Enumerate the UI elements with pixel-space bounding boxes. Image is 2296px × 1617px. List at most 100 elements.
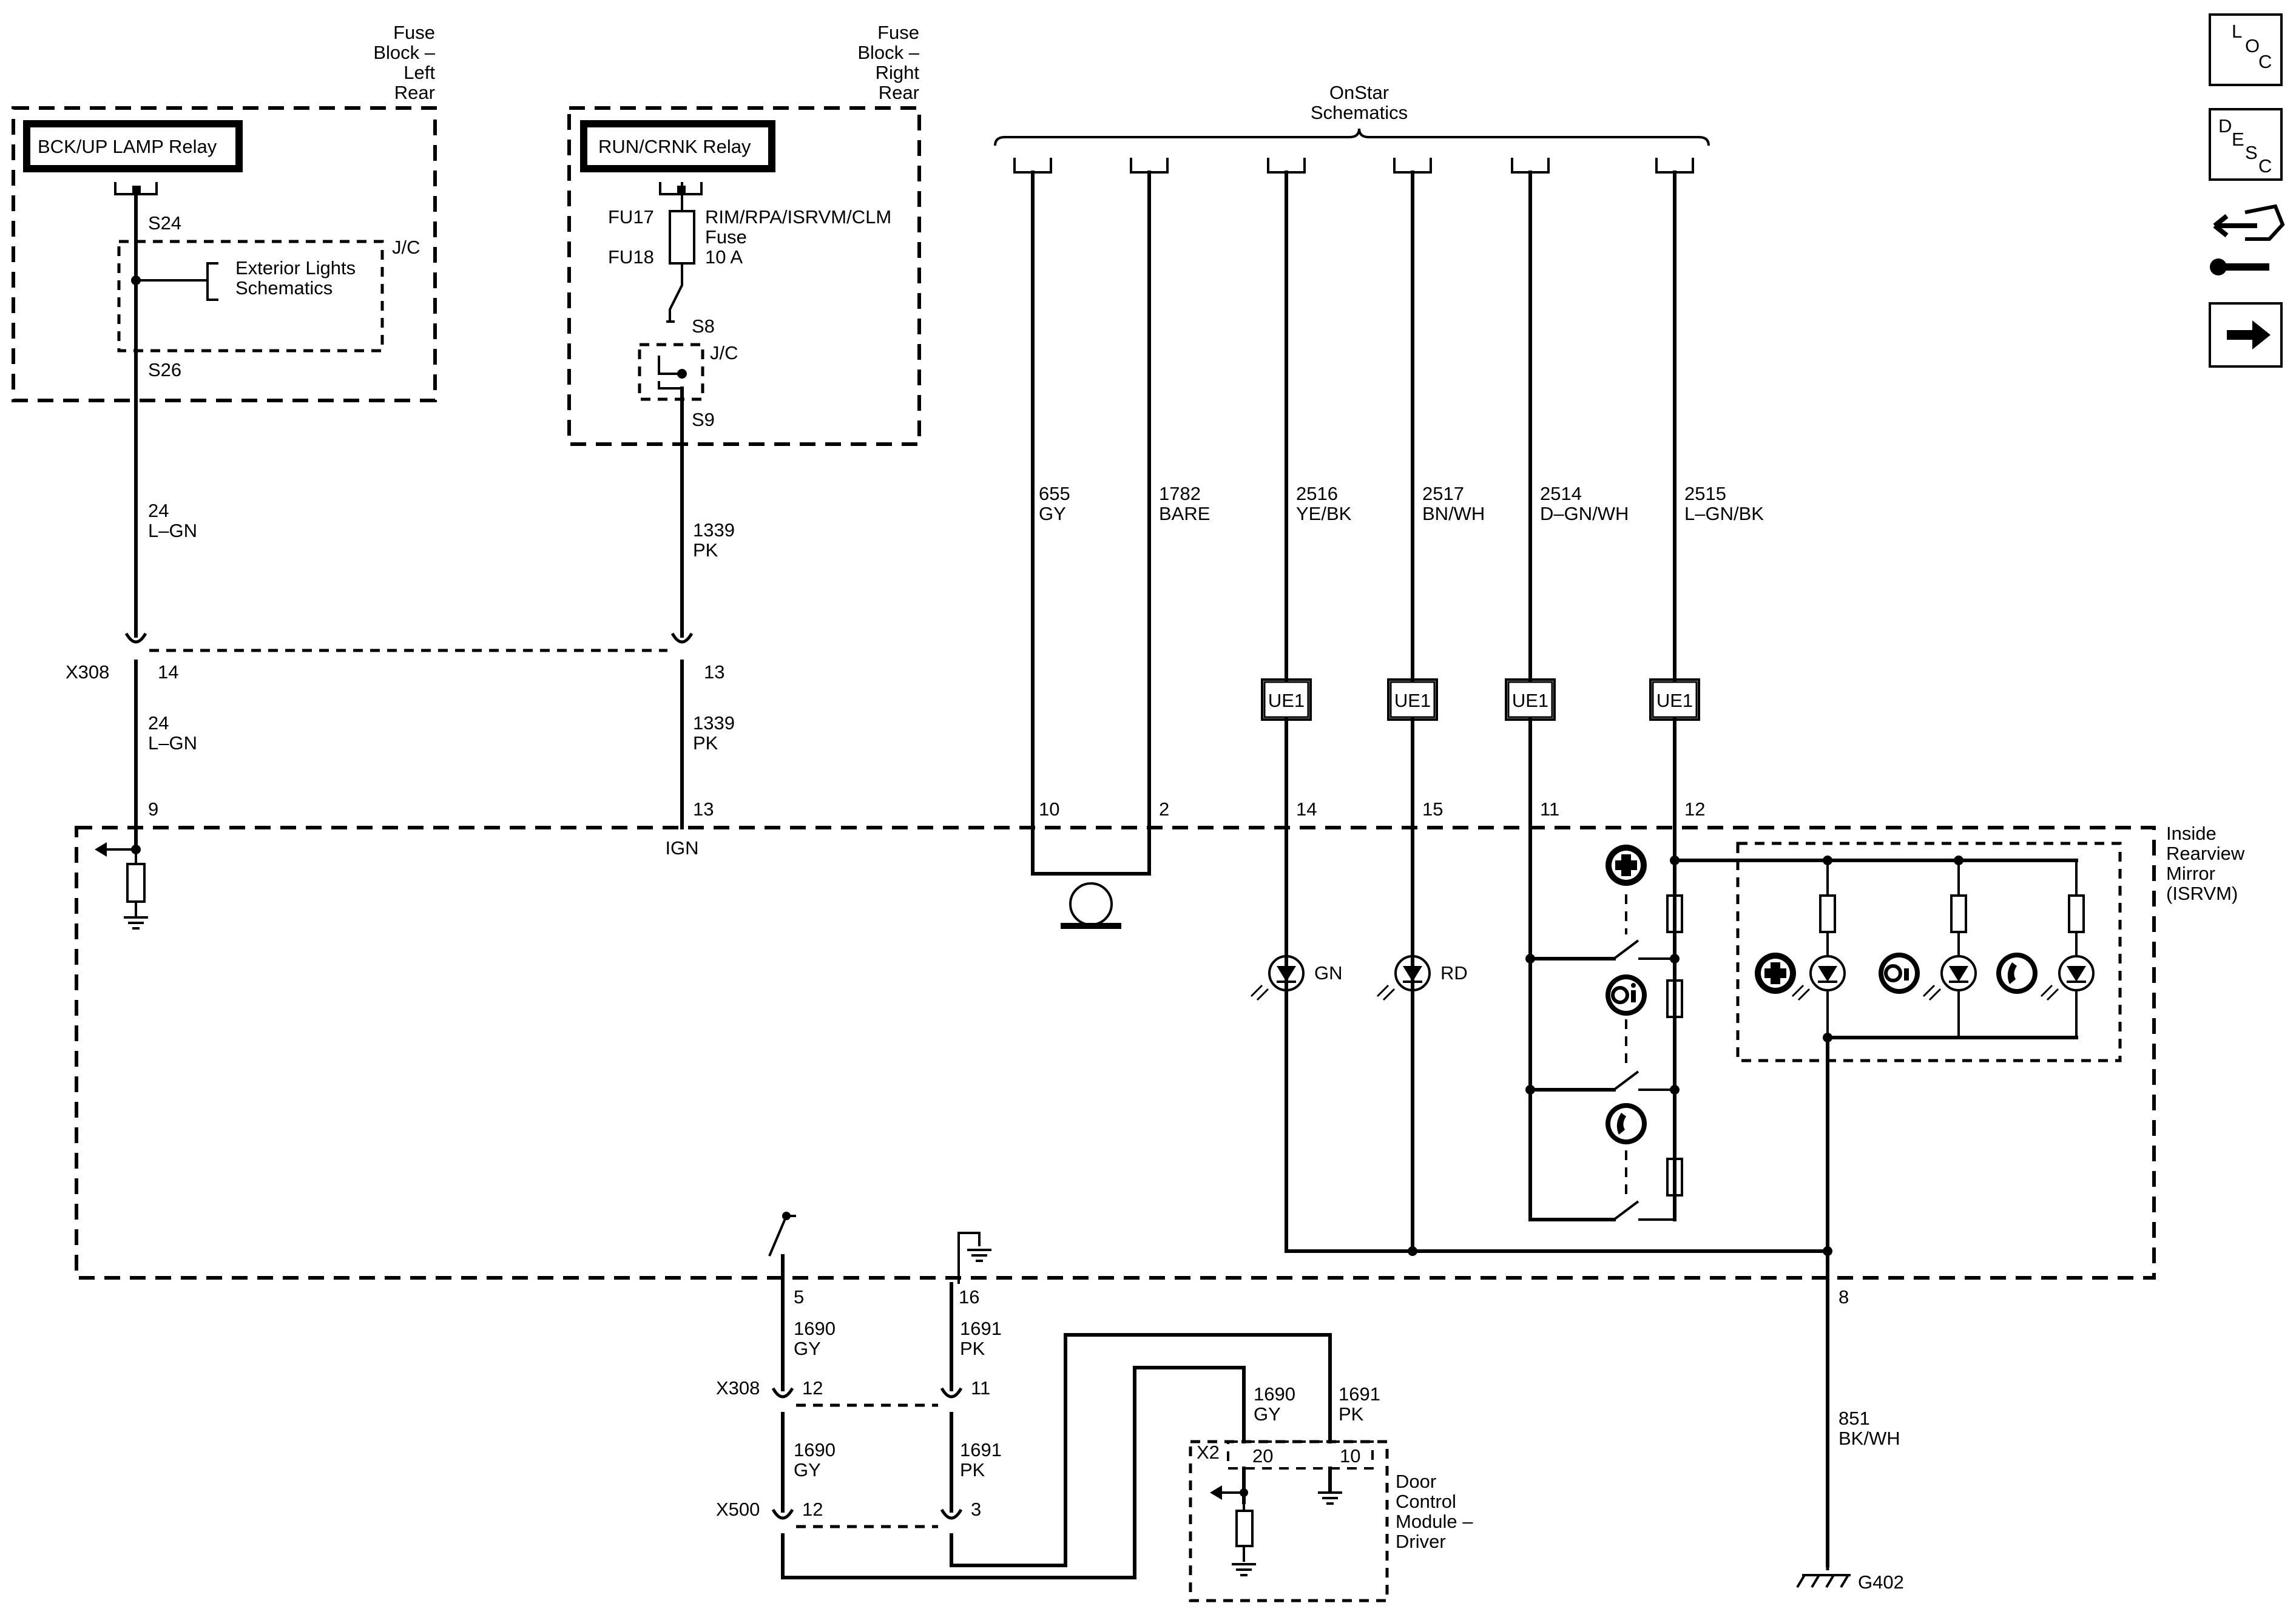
nav-loc-button[interactable]: L O C (2209, 13, 2283, 86)
w1782-color: BARE (1159, 503, 1210, 524)
led-gn-label: GN (1314, 962, 1343, 984)
pin-13: 13 (693, 798, 714, 820)
backlight-onstar (1879, 856, 1977, 1001)
fuse-name: RIM/RPA/ISRVM/CLM (705, 206, 891, 228)
fuse-block-right: Fuse Block – Right Rear RUN/CRNK Relay F… (567, 22, 921, 446)
ground-g402-icon (1796, 1574, 1851, 1588)
w851-color: BK/WH (1838, 1428, 1900, 1449)
door-module-line4: Driver (1396, 1531, 1446, 1552)
x308-lower-label: X308 (716, 1377, 760, 1399)
onstar-wires: 655 GY 1782 BARE 2516 YE/BK 2517 BN/WH 2… (1031, 170, 1764, 1253)
w2514-color: D–GN/WH (1540, 503, 1629, 524)
w2517-color: BN/WH (1422, 503, 1485, 524)
s26-label: S26 (148, 359, 181, 380)
x308-pin11: 11 (971, 1377, 990, 1399)
w1690b-color: GY (794, 1459, 821, 1480)
svg-text:UE1: UE1 (1268, 690, 1305, 711)
s24-label: S24 (148, 212, 181, 234)
ue1-box-2514: UE1 (1505, 678, 1556, 721)
fuse-block-right-l2: Block – (857, 42, 919, 63)
pin-5: 5 (794, 1286, 804, 1308)
s8-label: S8 (692, 316, 715, 337)
led-green-icon (1250, 955, 1305, 1001)
loc-c: C (2258, 51, 2272, 72)
run-crnk-relay-box (580, 120, 775, 172)
g402-label: G402 (1858, 1571, 1904, 1593)
onstar-line1: OnStar (1329, 82, 1389, 103)
backlight-sos (1755, 856, 1846, 1001)
fuse-block-right-l1: Fuse (877, 22, 919, 43)
w2516-color: YE/BK (1296, 503, 1352, 524)
fuse-amp: 10 A (705, 246, 743, 268)
pin-15: 15 (1422, 798, 1443, 820)
w655-color: GY (1039, 503, 1066, 524)
ign-label: IGN (665, 837, 698, 859)
fu18-label: FU18 (608, 246, 654, 268)
x500-pin12: 12 (802, 1499, 823, 1520)
w1690c-num: 1690 (1254, 1383, 1295, 1405)
w1691c-color: PK (1339, 1403, 1364, 1425)
svg-text:UE1: UE1 (1394, 690, 1431, 711)
bck-lamp-relay-box (23, 120, 243, 172)
w1339b-color: PK (693, 732, 718, 754)
isrvm-module: Inside Rearview Mirror (ISRVM) 9 13 10 2… (75, 798, 2245, 1397)
loc-l: L (2232, 21, 2242, 42)
left-wires: 24 L–GN 1339 PK X308 14 13 24 L–GN 1339 … (66, 182, 735, 851)
x2-pin10: 10 (1340, 1445, 1360, 1467)
pin-12: 12 (1684, 798, 1705, 820)
isrvm-line1: Inside (2166, 823, 2217, 844)
w2515-num: 2515 (1684, 483, 1726, 504)
isrvm-line4: (ISRVM) (2166, 883, 2238, 904)
x308-pin14: 14 (158, 661, 178, 683)
pin-8: 8 (1838, 1286, 1849, 1308)
isrvm-line2: Rearview (2166, 843, 2245, 864)
fuse-word: Fuse (705, 226, 747, 248)
fuse-block-left-l3: Left (403, 62, 435, 83)
w24a-color: L–GN (148, 520, 197, 541)
backlight-box (1736, 842, 2122, 1062)
desc-s: S (2245, 142, 2258, 163)
left-jc-label: J/C (392, 237, 420, 258)
ue1-box-2517: UE1 (1387, 678, 1438, 721)
w1691a-num: 1691 (960, 1318, 1002, 1339)
w1782-num: 1782 (1159, 483, 1201, 504)
pin-2: 2 (1159, 798, 1169, 820)
s9-label: S9 (692, 409, 715, 430)
right-jc-label: J/C (710, 342, 738, 363)
door-module-line2: Control (1396, 1491, 1456, 1512)
pin-9: 9 (148, 798, 158, 820)
w1339b-num: 1339 (693, 712, 735, 734)
fuse-block-left-l2: Block – (373, 42, 435, 63)
pin-14: 14 (1296, 798, 1317, 820)
pin-11: 11 (1540, 798, 1559, 820)
w1691c-num: 1691 (1339, 1383, 1380, 1405)
w24b-num: 24 (148, 712, 169, 734)
svg-text:UE1: UE1 (1512, 690, 1548, 711)
pin-16: 16 (959, 1286, 979, 1308)
run-crnk-relay-label: RUN/CRNK Relay (598, 136, 751, 157)
x500-pin3: 3 (971, 1499, 981, 1520)
bck-lamp-relay-label: BCK/UP LAMP Relay (38, 136, 217, 157)
w1339a-color: PK (693, 539, 718, 561)
w1691b-color: PK (960, 1459, 985, 1480)
nav-desc-button[interactable]: D E S C (2209, 108, 2283, 181)
next-page-arrow-button[interactable] (2209, 302, 2283, 368)
svg-text:UE1: UE1 (1656, 690, 1693, 711)
w1690a-color: GY (794, 1338, 821, 1359)
x308-pin12: 12 (802, 1377, 823, 1399)
onstar-button-icon (1606, 974, 1647, 1016)
isrvm-line3: Mirror (2166, 863, 2215, 884)
fu17-label: FU17 (608, 206, 654, 228)
microphone-icon (1069, 882, 1113, 926)
fuse-block-left-l4: Rear (394, 82, 435, 103)
pin-10: 10 (1039, 798, 1059, 820)
w2517-num: 2517 (1422, 483, 1464, 504)
door-module-line1: Door (1396, 1471, 1436, 1492)
connector-tool-icon[interactable] (2210, 204, 2285, 275)
sos-button-icon (1606, 845, 1647, 886)
loc-o: O (2245, 35, 2260, 56)
phone-button-icon (1606, 1103, 1647, 1144)
door-control-module: X2 20 10 Door Control Module – Driver (1189, 1440, 1473, 1602)
x308-pin13: 13 (704, 661, 724, 683)
